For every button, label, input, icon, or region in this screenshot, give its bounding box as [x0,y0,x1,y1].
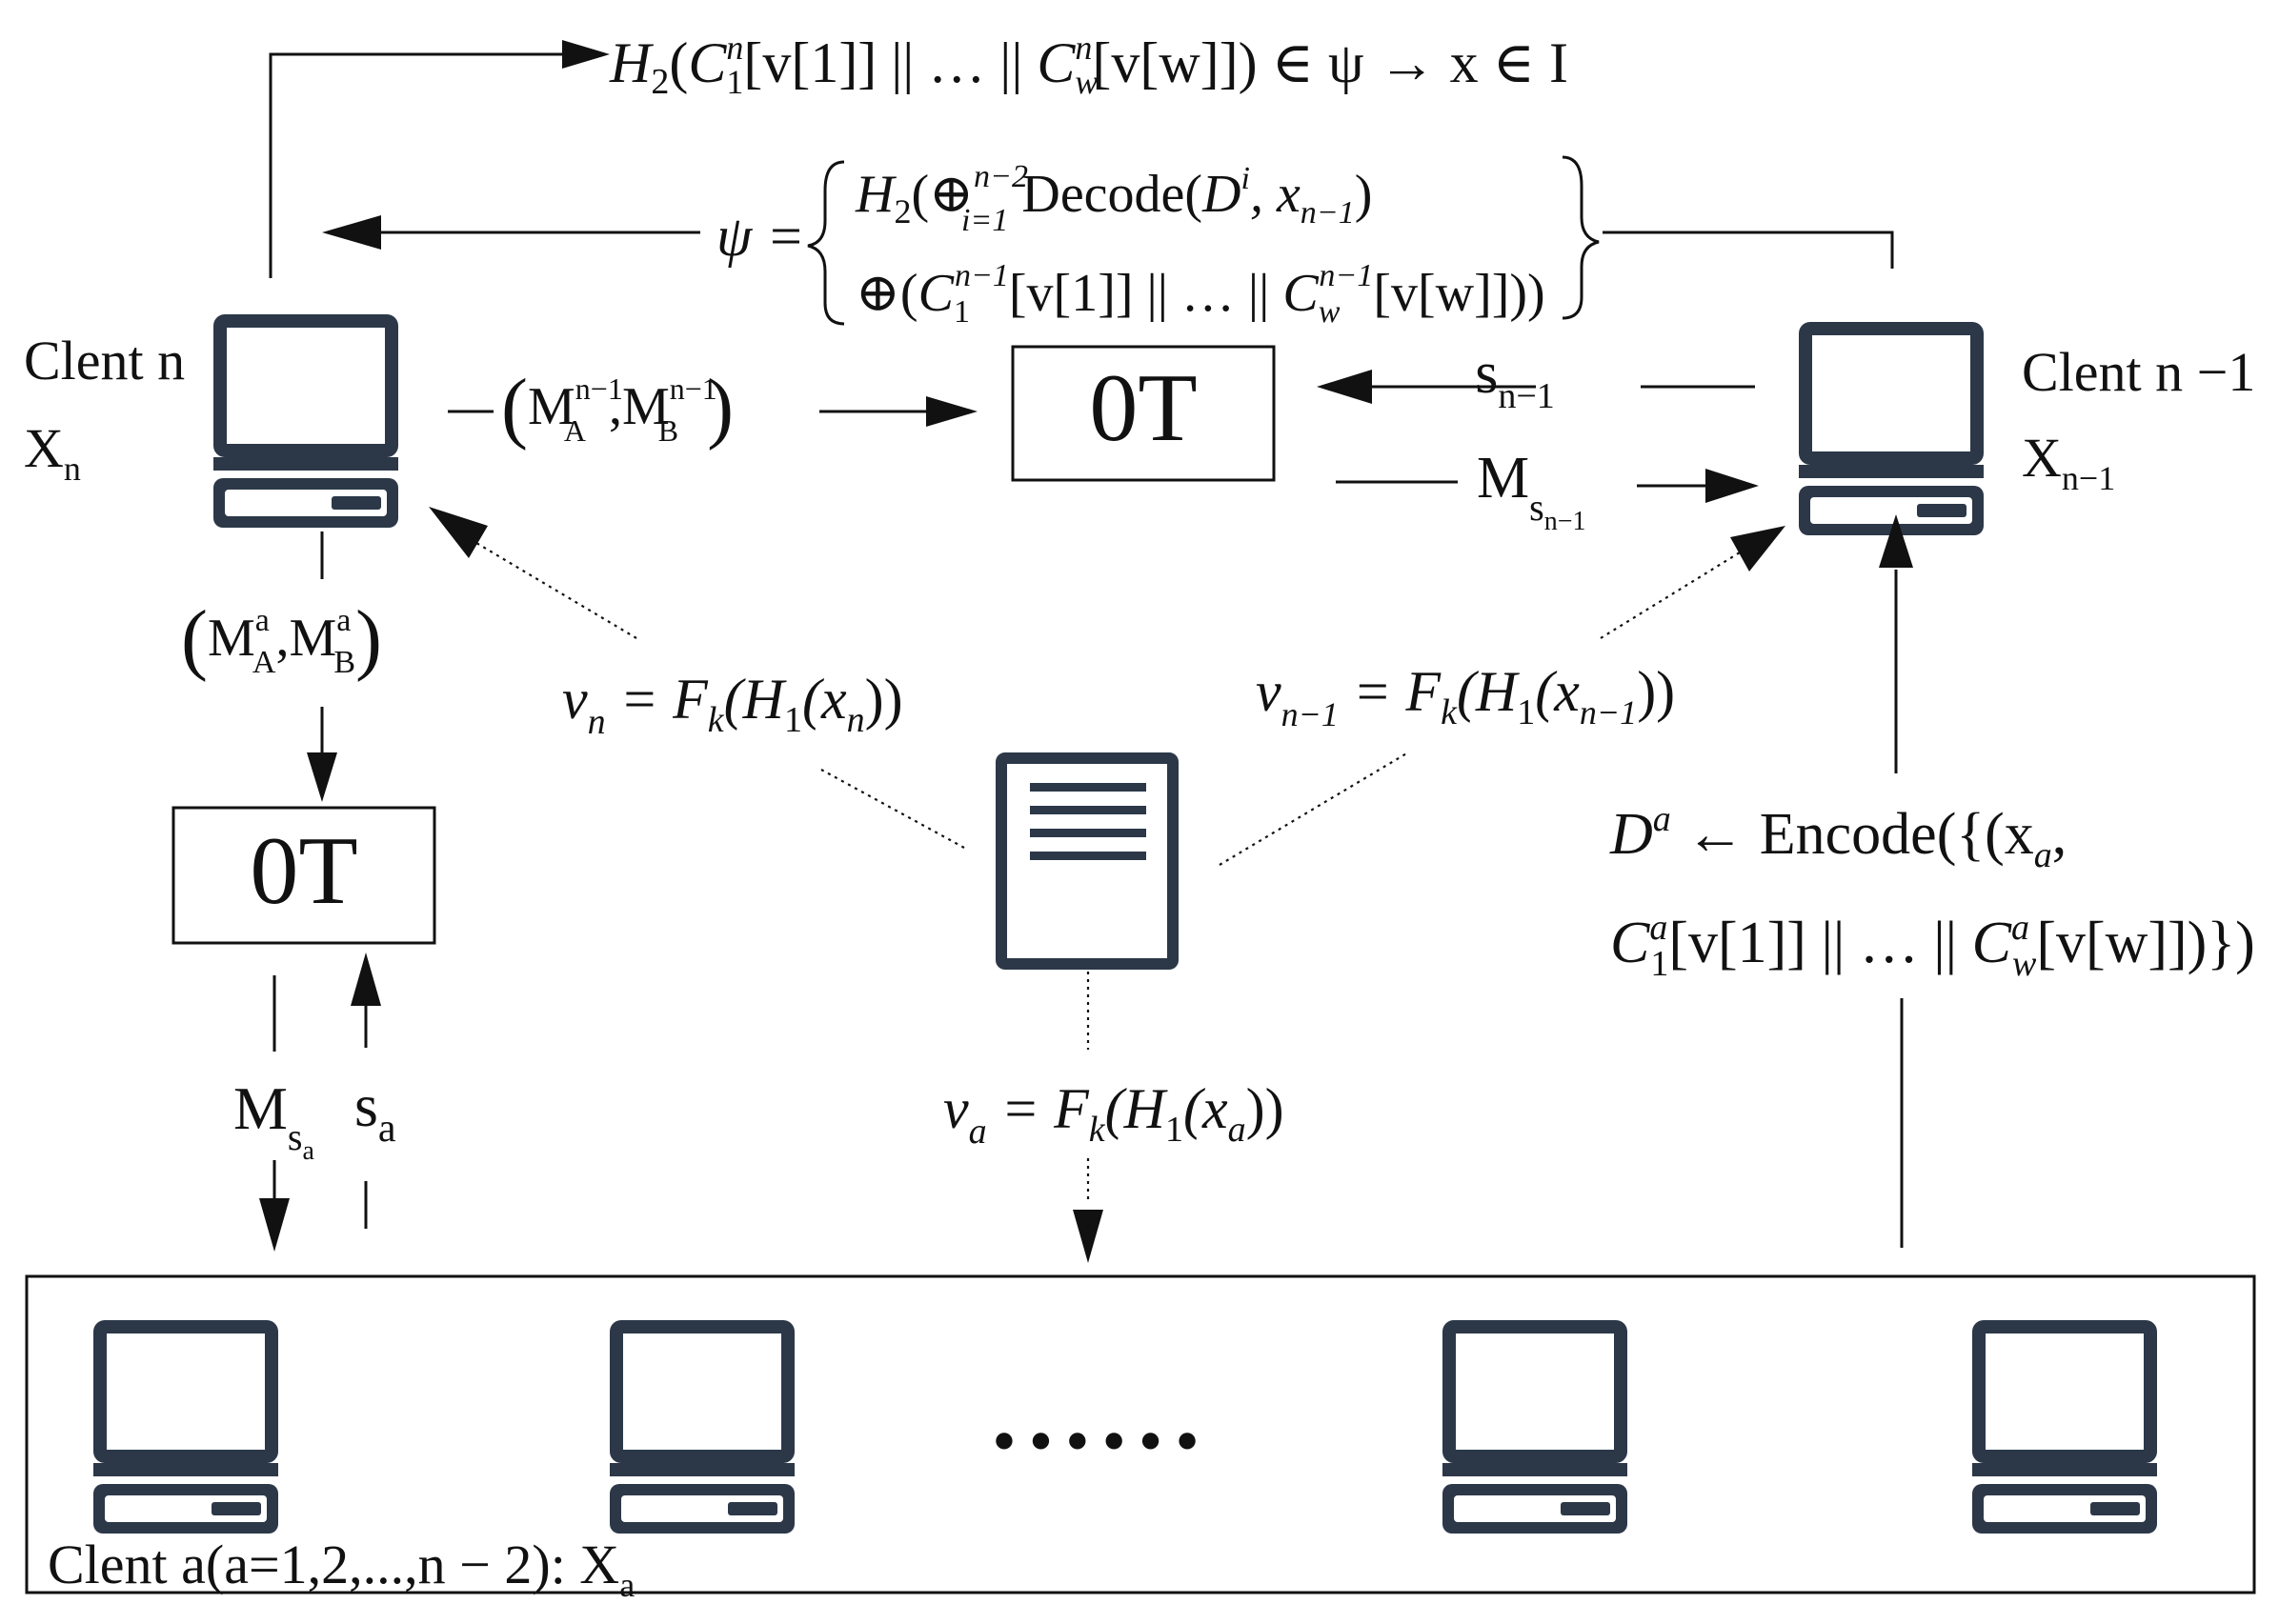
svg-text:ψ =: ψ = [716,205,805,268]
ot-box-left: 0T [171,806,436,945]
svg-text:(MaA,MaB): (MaA,MaB) [181,594,382,683]
svg-text:Clent n: Clent n [24,330,185,391]
svg-text:sa: sa [354,1072,396,1151]
svg-text:• • • • • •: • • • • • • [994,1407,1198,1474]
client-n-1-label: Clent n −1 Xn−1 [2022,341,2255,497]
client-n-label: Clent n Xn [24,330,185,488]
client-a-computer-icon-4 [1972,1320,2157,1534]
dotted-server-to-client-n [429,507,965,849]
label-m-s-a: Msa [233,1074,314,1166]
label-m-s-n-1: Msn−1 [1477,446,1586,536]
svg-text:Xn−1: Xn−1 [2022,427,2115,497]
client-n-1-computer-icon [1799,322,1984,535]
svg-text:H2(⊕n−2i=1 Decode(Di, xn−1): H2(⊕n−2i=1 Decode(Di, xn−1) [855,159,1372,238]
dotted-server-to-client-n-1 [1219,526,1785,866]
client-a-computer-icon-3 [1442,1320,1627,1534]
label-s-a: sa [354,1072,396,1151]
label-s-n-1: sn−1 [1475,341,1555,416]
svg-text:Xn: Xn [24,417,81,488]
arrow-psi-to-client-n [322,215,1894,269]
client-a-computer-icon-1 [93,1320,278,1534]
clients-group-box [25,1274,2256,1594]
svg-text:sn−1: sn−1 [1475,341,1555,416]
arrow-ot-top-to-client-n-1 [1336,469,1759,503]
top-membership-formula: H2(C1n[v[1]] || … || Cwn[v[w]]) ∈ ψ → x … [609,29,1568,102]
svg-text:Clent a(a=1,2,...,n − 2): Xa: Clent a(a=1,2,...,n − 2): Xa [48,1534,635,1604]
ot-box-top: 0T [1011,345,1276,482]
svg-text:vn−1 = Fk(H1(xn−1)): vn−1 = Fk(H1(xn−1)) [1256,660,1675,733]
arrow-clients-to-ot-left [351,952,381,1229]
arrow-client-n-to-top-formula [269,40,610,278]
client-n-computer-icon [213,314,398,528]
svg-text:⊕(C1n−1[v[1]] || … || Cwn−1[v[: ⊕(C1n−1[v[1]] || … || Cwn−1[v[w]])) [856,258,1545,330]
label-va: va = Fk(H1(xa)) [943,1077,1284,1152]
svg-text:Ca1[v[1]] || … || Caw[v[w]])}): Ca1[v[1]] || … || Caw[v[w]])}) [1610,908,2255,984]
svg-text:Da ← Encode({(xa,: Da ← Encode({(xa, [1609,799,2067,875]
arrow-ot-left-to-clients [259,975,290,1252]
svg-text:Clent n −1: Clent n −1 [2022,341,2255,403]
client-a-computer-icon-2 [610,1320,795,1534]
svg-text:vn = Fk(H1(xn)): vn = Fk(H1(xn)) [562,668,903,742]
svg-text:0T: 0T [250,817,357,925]
clients-group-label: Clent a(a=1,2,...,n − 2): Xa [48,1534,635,1604]
arrow-client-n-to-ot-top [448,396,978,427]
dotted-server-to-clients [1073,972,1103,1263]
svg-text:Msn−1: Msn−1 [1477,446,1586,536]
svg-text:H2(C1n[v[1]] || … || Cwn[v[w]]: H2(C1n[v[1]] || … || Cwn[v[w]]) ∈ ψ → x … [609,29,1568,102]
server-document-icon [996,752,1179,970]
arrow-client-n-1-to-ot-top [1317,370,1755,404]
svg-text:Msa: Msa [233,1074,314,1166]
svg-text:0T: 0T [1089,354,1197,462]
svg-text:(Mn−1A,Mn−1B): (Mn−1A,Mn−1B) [501,363,734,451]
arrow-client-n-to-ot-left [307,531,337,802]
arrow-clients-to-client-n-1 [1879,514,1913,1248]
clients-ellipsis: • • • • • • [994,1407,1198,1474]
label-vn: vn = Fk(H1(xn)) [562,668,903,742]
label-vn-1: vn−1 = Fk(H1(xn−1)) [1256,660,1675,733]
svg-text:va = Fk(H1(xa)): va = Fk(H1(xa)) [943,1077,1284,1152]
